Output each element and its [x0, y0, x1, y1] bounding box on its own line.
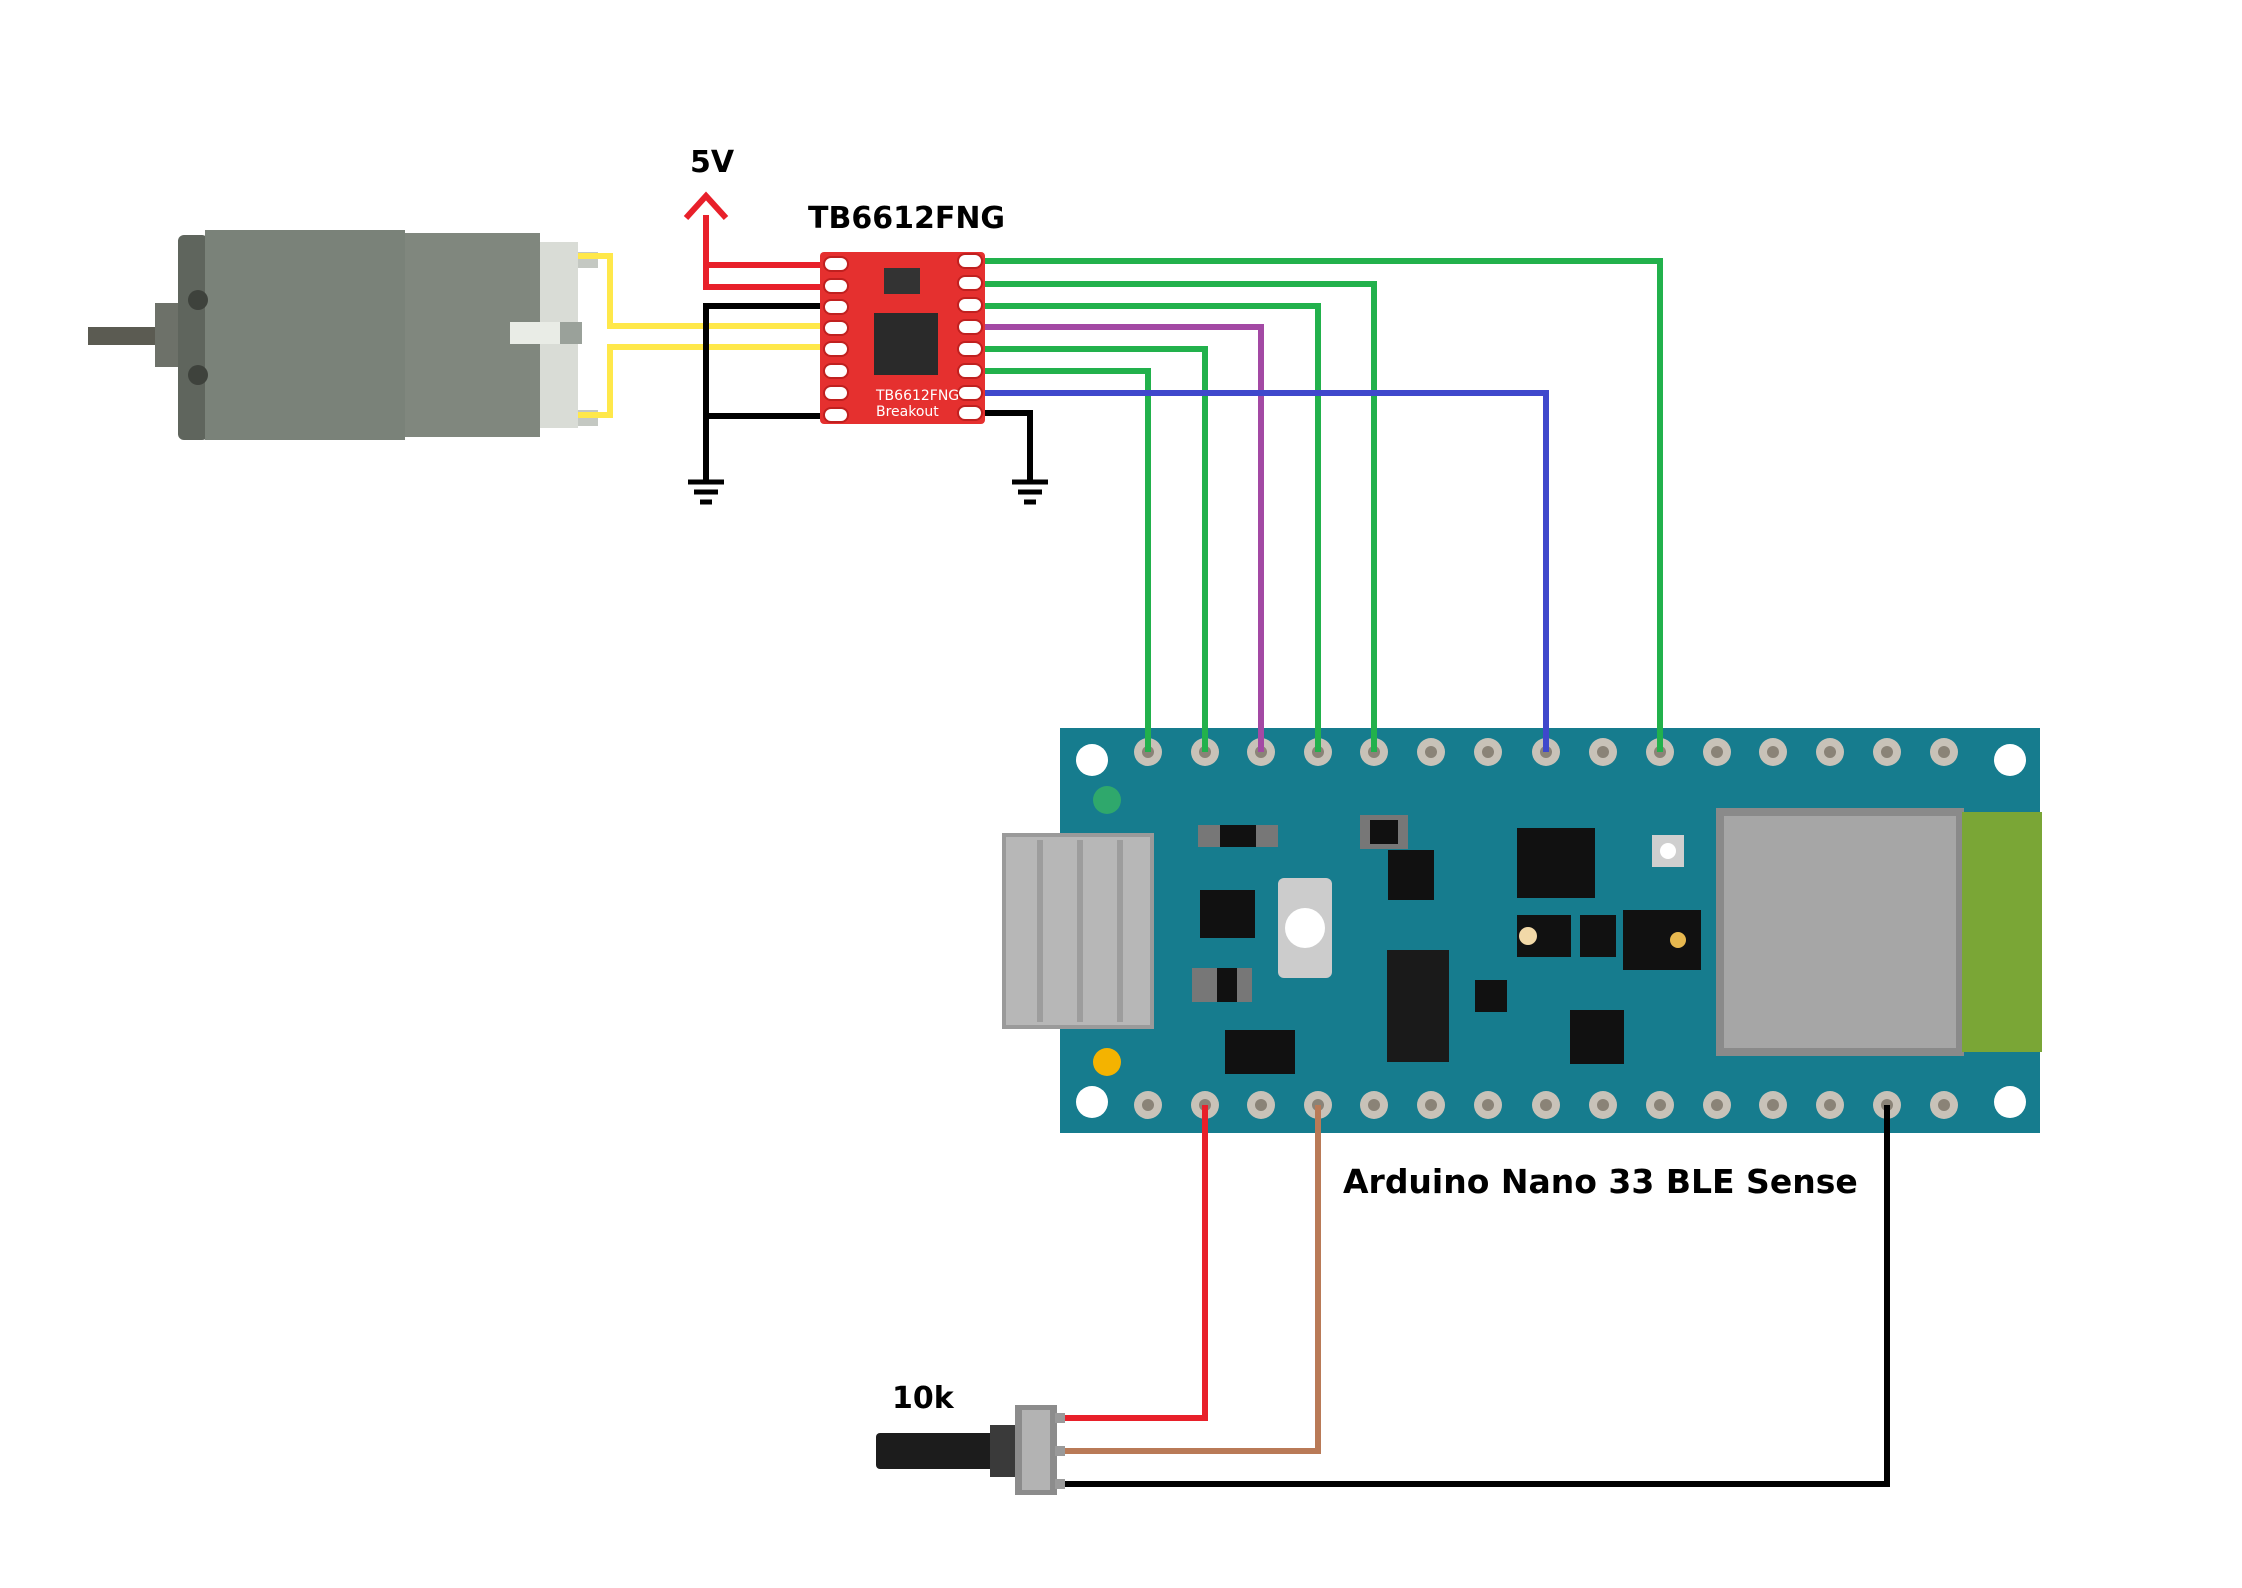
signal-wire-5	[970, 346, 1208, 752]
signal-wire-7	[970, 390, 1549, 752]
signal-wire-6	[970, 368, 1151, 752]
signal-wire-1	[970, 258, 1663, 752]
motor-wire-b	[578, 344, 836, 418]
pot-label: 10k	[892, 1381, 955, 1416]
pot-gnd-wire	[1060, 1120, 1890, 1487]
driver-gnd-wire-c	[970, 410, 1033, 480]
signal-wire-3	[970, 303, 1321, 752]
driver-pins-right	[957, 253, 983, 421]
vcc-power-wire	[703, 265, 836, 290]
signal-wire-2	[970, 281, 1377, 752]
driver-silkscreen-1: TB6612FNG	[875, 388, 959, 404]
dc-motor-icon	[88, 230, 598, 440]
signal-wire-4	[970, 324, 1264, 752]
potentiometer-icon	[876, 1405, 1065, 1495]
board-label: Arduino Nano 33 BLE Sense	[1343, 1162, 1858, 1201]
microcontroller-icon	[1002, 728, 2042, 1133]
driver-label: TB6612FNG	[808, 201, 1005, 236]
motor-driver-icon: TB6612FNG Breakout	[820, 252, 985, 424]
ground-icon	[688, 479, 724, 505]
ground-icon	[1012, 479, 1048, 505]
pot-power-wire	[1060, 1120, 1208, 1421]
driver-pins-left	[823, 256, 849, 423]
power-arrow-icon	[683, 191, 729, 221]
driver-gnd-wire-a	[703, 303, 836, 480]
wires	[578, 215, 1890, 1487]
supply-voltage-label: 5V	[690, 145, 735, 180]
pot-wiper-wire	[1060, 1120, 1321, 1454]
driver-silkscreen-2: Breakout	[876, 404, 939, 420]
motor-wire-a	[578, 253, 836, 329]
